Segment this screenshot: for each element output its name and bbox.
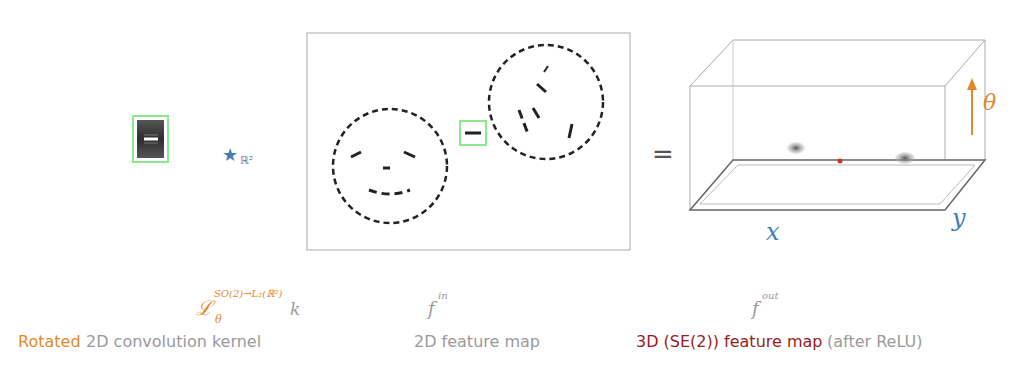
formula-symbol: f xyxy=(428,300,435,318)
equals-sign: = xyxy=(652,141,674,167)
formula-superscript: in xyxy=(438,291,448,301)
axis-label: x xyxy=(766,220,780,244)
operator-subscript: ℝ² xyxy=(240,155,253,166)
caption-text: 2D feature map xyxy=(414,334,540,350)
formula-superscript: SO(2)→L₂(ℝ²) xyxy=(214,289,282,299)
caption-text: 2D convolution kernel xyxy=(86,334,261,350)
formula-subscript: θ xyxy=(215,314,222,325)
formula-superscript: out xyxy=(762,291,778,301)
kernel xyxy=(133,116,168,162)
axis-label: y xyxy=(952,206,966,230)
se2-volume xyxy=(690,40,985,210)
caption-text: Rotated xyxy=(18,334,81,350)
caption-text: (after ReLU) xyxy=(827,334,923,350)
operator-symbol: ★ xyxy=(222,146,238,164)
formula-symbol: ℒ xyxy=(196,298,213,318)
axis-label: θ xyxy=(983,92,996,114)
feature-map xyxy=(307,33,630,250)
formula-symbol: k xyxy=(290,301,300,318)
formula-symbol: f xyxy=(752,300,759,318)
caption-text: 3D (SE(2)) feature map xyxy=(636,334,822,350)
